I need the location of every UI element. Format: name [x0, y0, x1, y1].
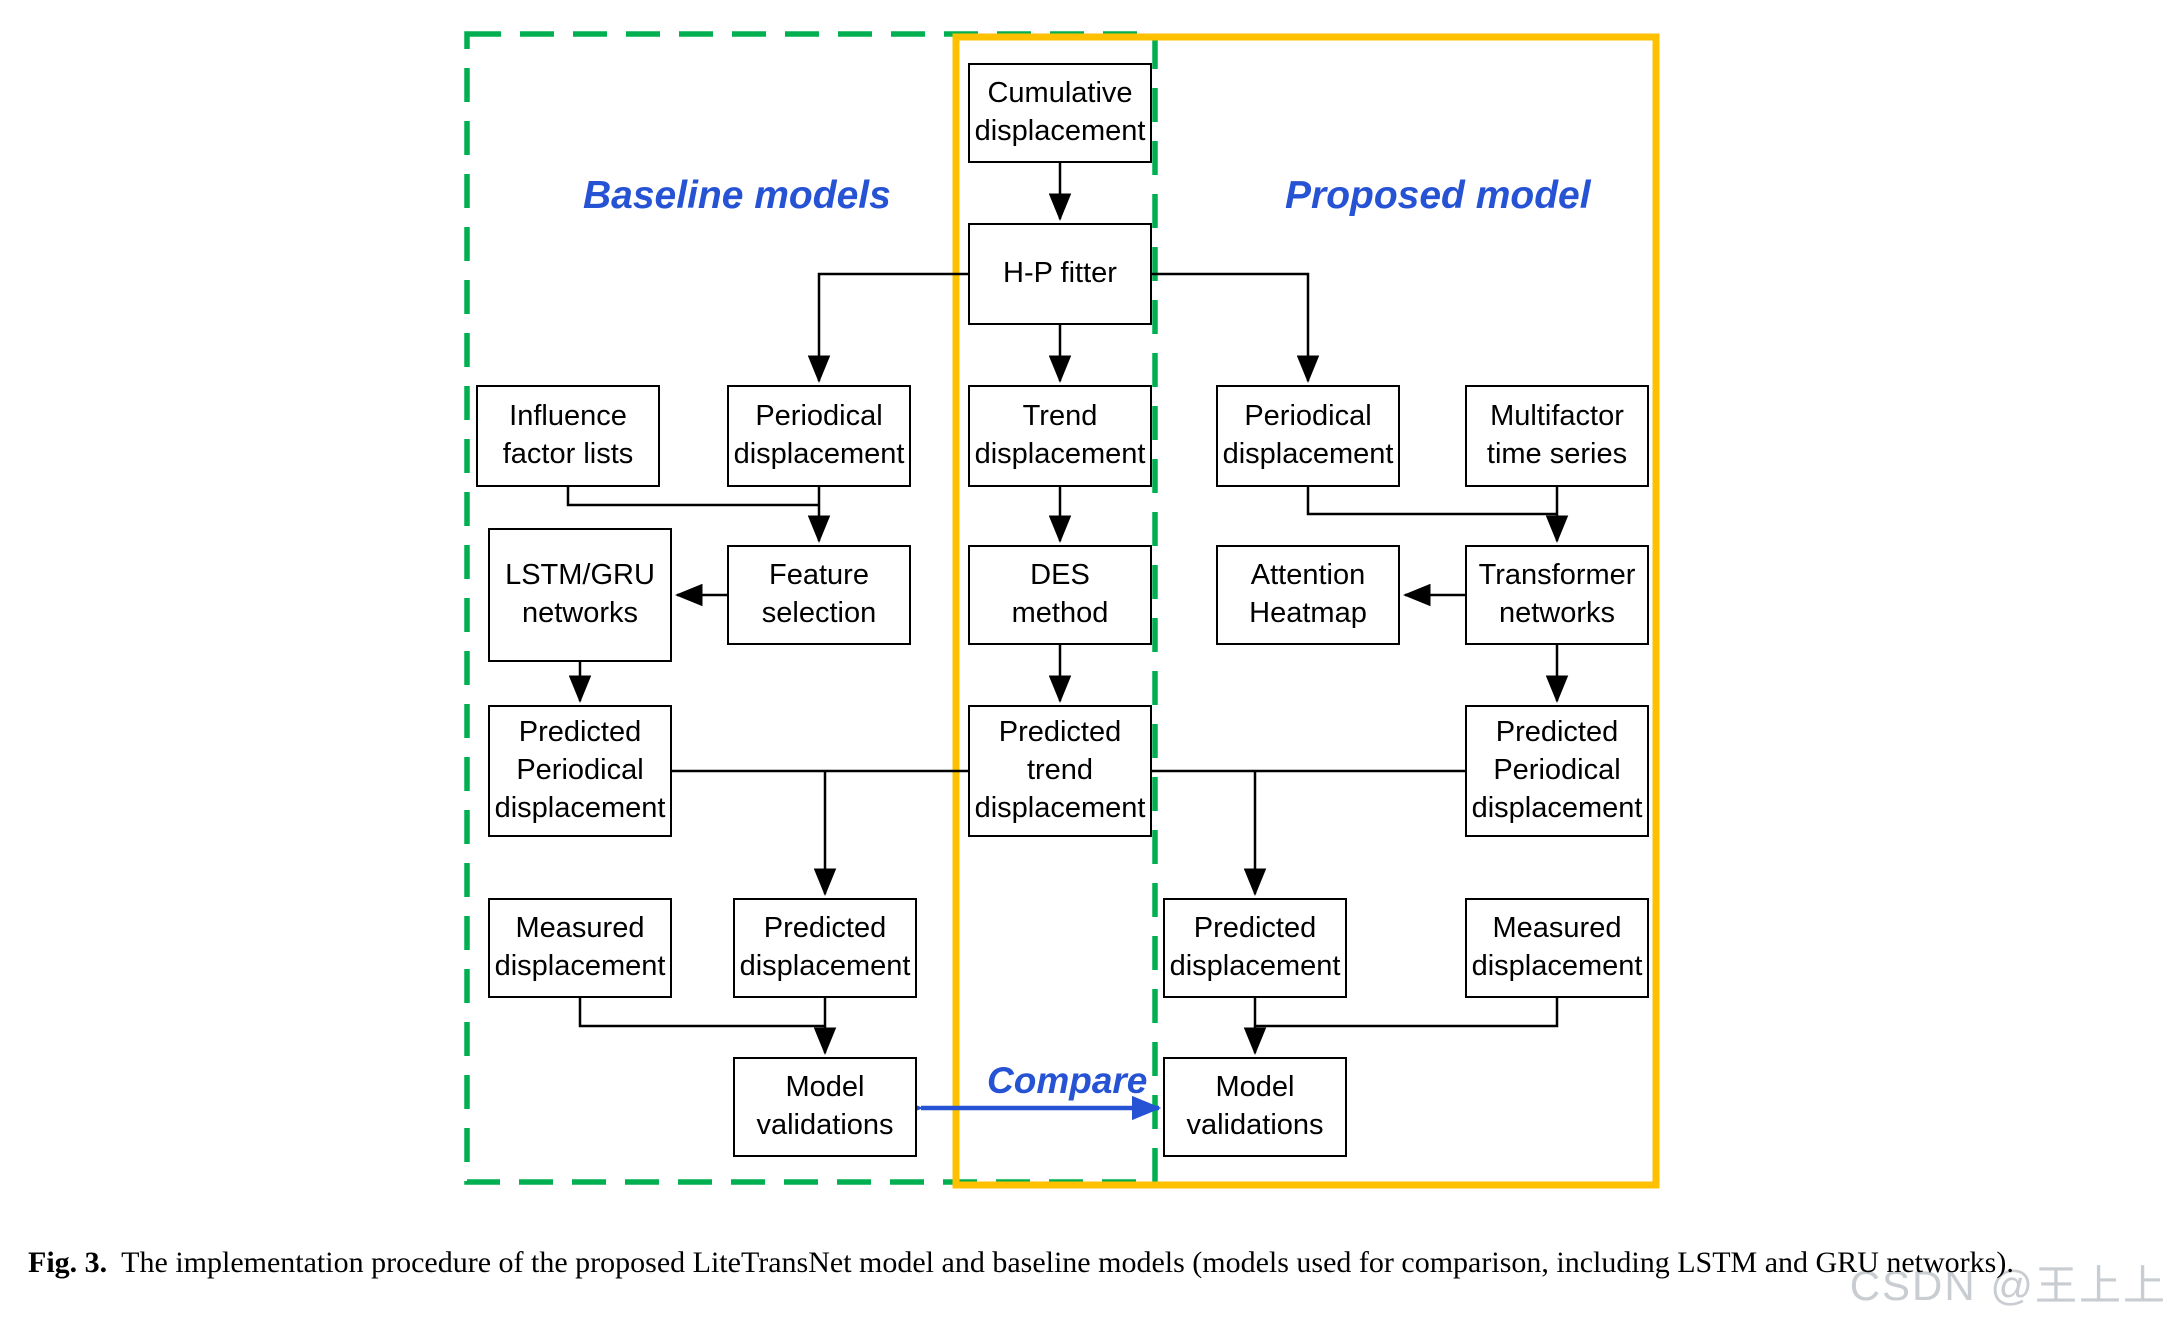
csdn-watermark: CSDN @王上上 [1849, 1262, 2167, 1309]
box-transformer-networks: Transformer networks [1465, 545, 1649, 645]
box-multifactor-time-series: Multifactor time series [1465, 385, 1649, 487]
compare-label: Compare [987, 1060, 1148, 1101]
box-measured-displacement-left: Measured displacement [488, 898, 672, 998]
box-predicted-periodical-displacement-right: Predicted Periodical displacement [1465, 705, 1649, 837]
baseline-models-dashed-border [464, 31, 1158, 1185]
figure-caption-text: The implementation procedure of the prop… [121, 1246, 2014, 1279]
box-predicted-trend-displacement: Predicted trend displacement [968, 705, 1152, 837]
proposed-model-label: Proposed model [1285, 174, 1591, 217]
box-lstm-gru-networks: LSTM/GRU networks [488, 528, 672, 662]
box-influence-factor-lists: Influence factor lists [476, 385, 660, 487]
arrow-hp-to-periodical-left [807, 272, 968, 384]
figure-caption-tag: Fig. 3. [28, 1246, 108, 1279]
box-measured-displacement-right: Measured displacement [1465, 898, 1649, 998]
box-des-method: DES method [968, 545, 1152, 645]
proposed-model-border [952, 33, 1660, 1189]
line-measured-right-to-junction [1255, 998, 1559, 1028]
box-feature-selection: Feature selection [727, 545, 911, 645]
box-predicted-periodical-displacement-left: Predicted Periodical displacement [488, 705, 672, 837]
line-measured-left-to-junction [578, 998, 825, 1028]
box-predicted-displacement-left: Predicted displacement [733, 898, 917, 998]
box-trend-displacement: Trend displacement [968, 385, 1152, 487]
box-predicted-displacement-right: Predicted displacement [1163, 898, 1347, 998]
box-periodical-displacement-right: Periodical displacement [1216, 385, 1400, 487]
line-periodical-right-to-junction [1306, 487, 1557, 516]
box-periodical-displacement-left: Periodical displacement [727, 385, 911, 487]
arrow-hp-to-periodical-right [1152, 272, 1320, 384]
baseline-models-label: Baseline models [583, 174, 891, 217]
line-influence-to-junction [566, 487, 819, 507]
box-model-validations-right: Model validations [1163, 1057, 1347, 1157]
figure-caption: Fig. 3. The implementation procedure of t… [28, 1246, 2158, 1280]
box-cumulative-displacement: Cumulative displacement [968, 63, 1152, 163]
box-hp-fitter: H-P fitter [968, 223, 1152, 325]
box-model-validations-left: Model validations [733, 1057, 917, 1157]
box-attention-heatmap: Attention Heatmap [1216, 545, 1400, 645]
